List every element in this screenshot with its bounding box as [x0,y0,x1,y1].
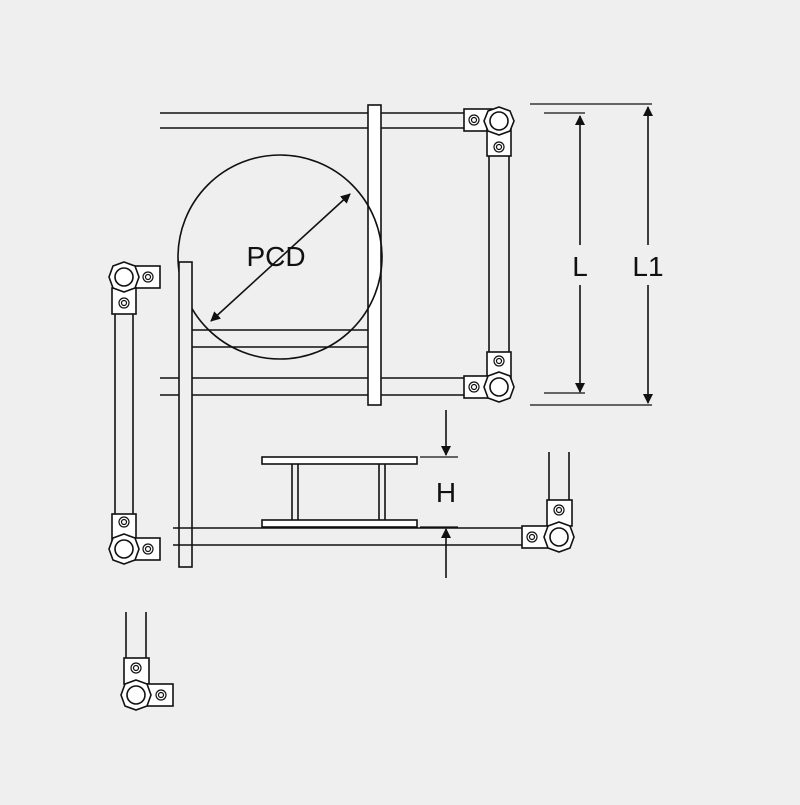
top-assembly: PCD [160,104,515,568]
top-rail-upper [160,112,470,129]
spool-posts [291,464,386,520]
corner-clamp-left-top [108,261,161,315]
corner-clamp-top-right [463,106,515,157]
pcd-label: PCD [246,241,305,272]
bottom-rail [173,527,525,546]
vertical-flat-bar [367,104,382,406]
spool-assembly: H [173,410,575,578]
corner-clamp-bottom-right [463,351,515,403]
spool-bottom-flange [261,519,418,528]
left-flat-post [178,261,193,568]
right-vertical-tube [488,150,510,360]
spool-top-flange [261,456,418,465]
corner-clamp-bottom-rail-right [521,452,575,553]
l1-label: L1 [632,251,663,282]
corner-clamp-left-bottom [108,513,161,565]
dimension-l-group: L [544,112,592,394]
bottom-left-clamp-detail [120,612,174,711]
pcd-circle [177,154,383,360]
pcd-dimension-arrow [210,193,351,322]
l-label: L [572,251,588,282]
top-rail-lower [160,377,470,396]
h-label: H [436,477,456,508]
left-vertical-tube [114,310,134,520]
inner-crossbars [192,329,368,348]
left-assembly [108,261,161,565]
dimension-l1-group: L1 [530,103,666,406]
